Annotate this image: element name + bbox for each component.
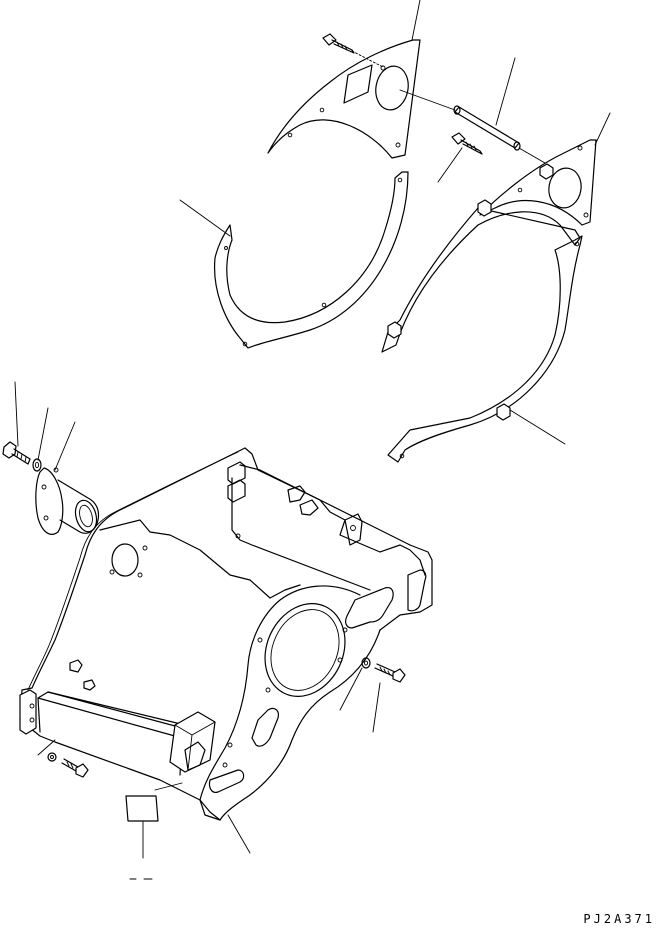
bolt-middle: [452, 133, 482, 154]
nut-right-arc-3: [497, 404, 510, 420]
drawing-code: PJ2A371: [583, 912, 655, 926]
right-cover-plate: [480, 140, 596, 225]
main-frame: [20, 448, 432, 820]
flange-washer: [33, 459, 41, 471]
right-arc-plate: [382, 208, 582, 462]
nut-right-arc-1: [478, 200, 491, 216]
flange: [36, 468, 100, 534]
bolt-bottom: [62, 759, 88, 777]
pin-center-line: [400, 90, 455, 110]
leader-lines: [15, 0, 610, 879]
nut-right-arc-2: [388, 322, 401, 338]
upper-cover-plate: [268, 40, 420, 158]
flange-bolt: [3, 442, 30, 464]
nut-right-plate: [540, 164, 553, 179]
bolt-top-center-line: [352, 51, 383, 67]
washer-right: [362, 658, 370, 668]
spacer-pin: [454, 106, 520, 150]
washer-bottom: [48, 753, 56, 761]
pin-center-line-2: [519, 148, 545, 163]
nameplate: [126, 796, 158, 821]
bolt-top: [323, 34, 354, 53]
bolt-right: [375, 664, 405, 682]
left-arc-plate: [215, 172, 408, 348]
